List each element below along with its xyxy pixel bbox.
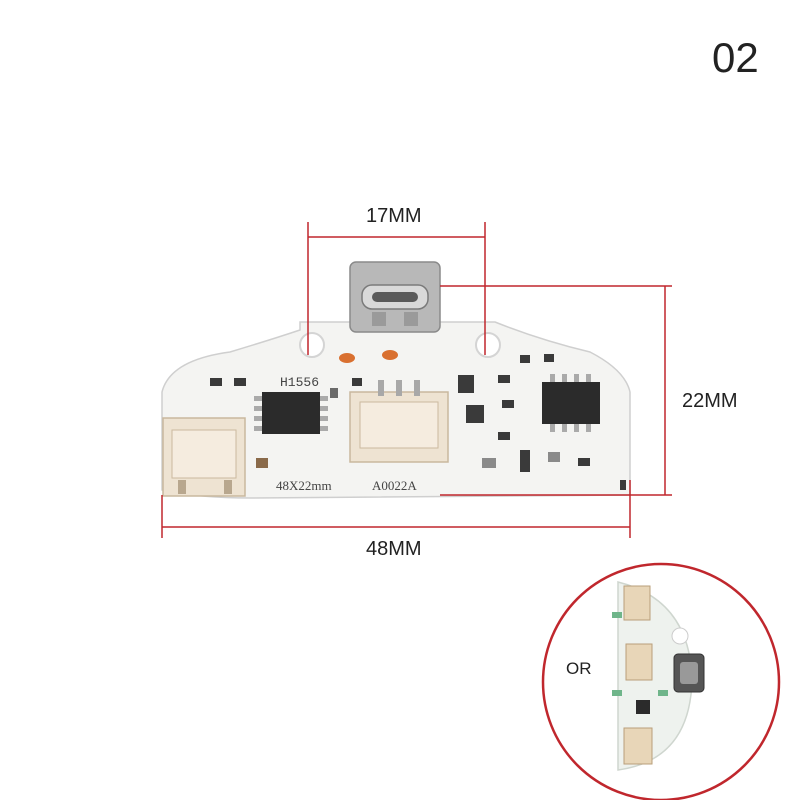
silkscreen-size: 48X22mm — [276, 478, 332, 493]
dimension-top — [307, 222, 486, 355]
silkscreen-code: A0022A — [372, 478, 417, 493]
ic-chip-right — [542, 374, 600, 432]
dimension-bottom — [161, 480, 631, 538]
silkscreen-model: H1556 — [280, 375, 319, 390]
usb-c-connector — [349, 261, 441, 333]
smd-components — [210, 354, 626, 490]
jst-connector-middle — [349, 380, 449, 463]
ic-chip-left — [254, 392, 328, 434]
dimension-right — [440, 285, 672, 496]
jst-connector-left — [162, 417, 246, 497]
inset-or-label: OR — [566, 659, 592, 678]
page-number: 02 — [712, 34, 759, 81]
inset-alternative-board — [541, 562, 781, 800]
solder-pad — [339, 353, 355, 363]
dimension-top-label: 17MM — [366, 205, 422, 227]
dimension-height-label: 22MM — [682, 390, 738, 412]
dimension-bottom-label: 48MM — [366, 538, 422, 560]
solder-pad — [382, 350, 398, 360]
